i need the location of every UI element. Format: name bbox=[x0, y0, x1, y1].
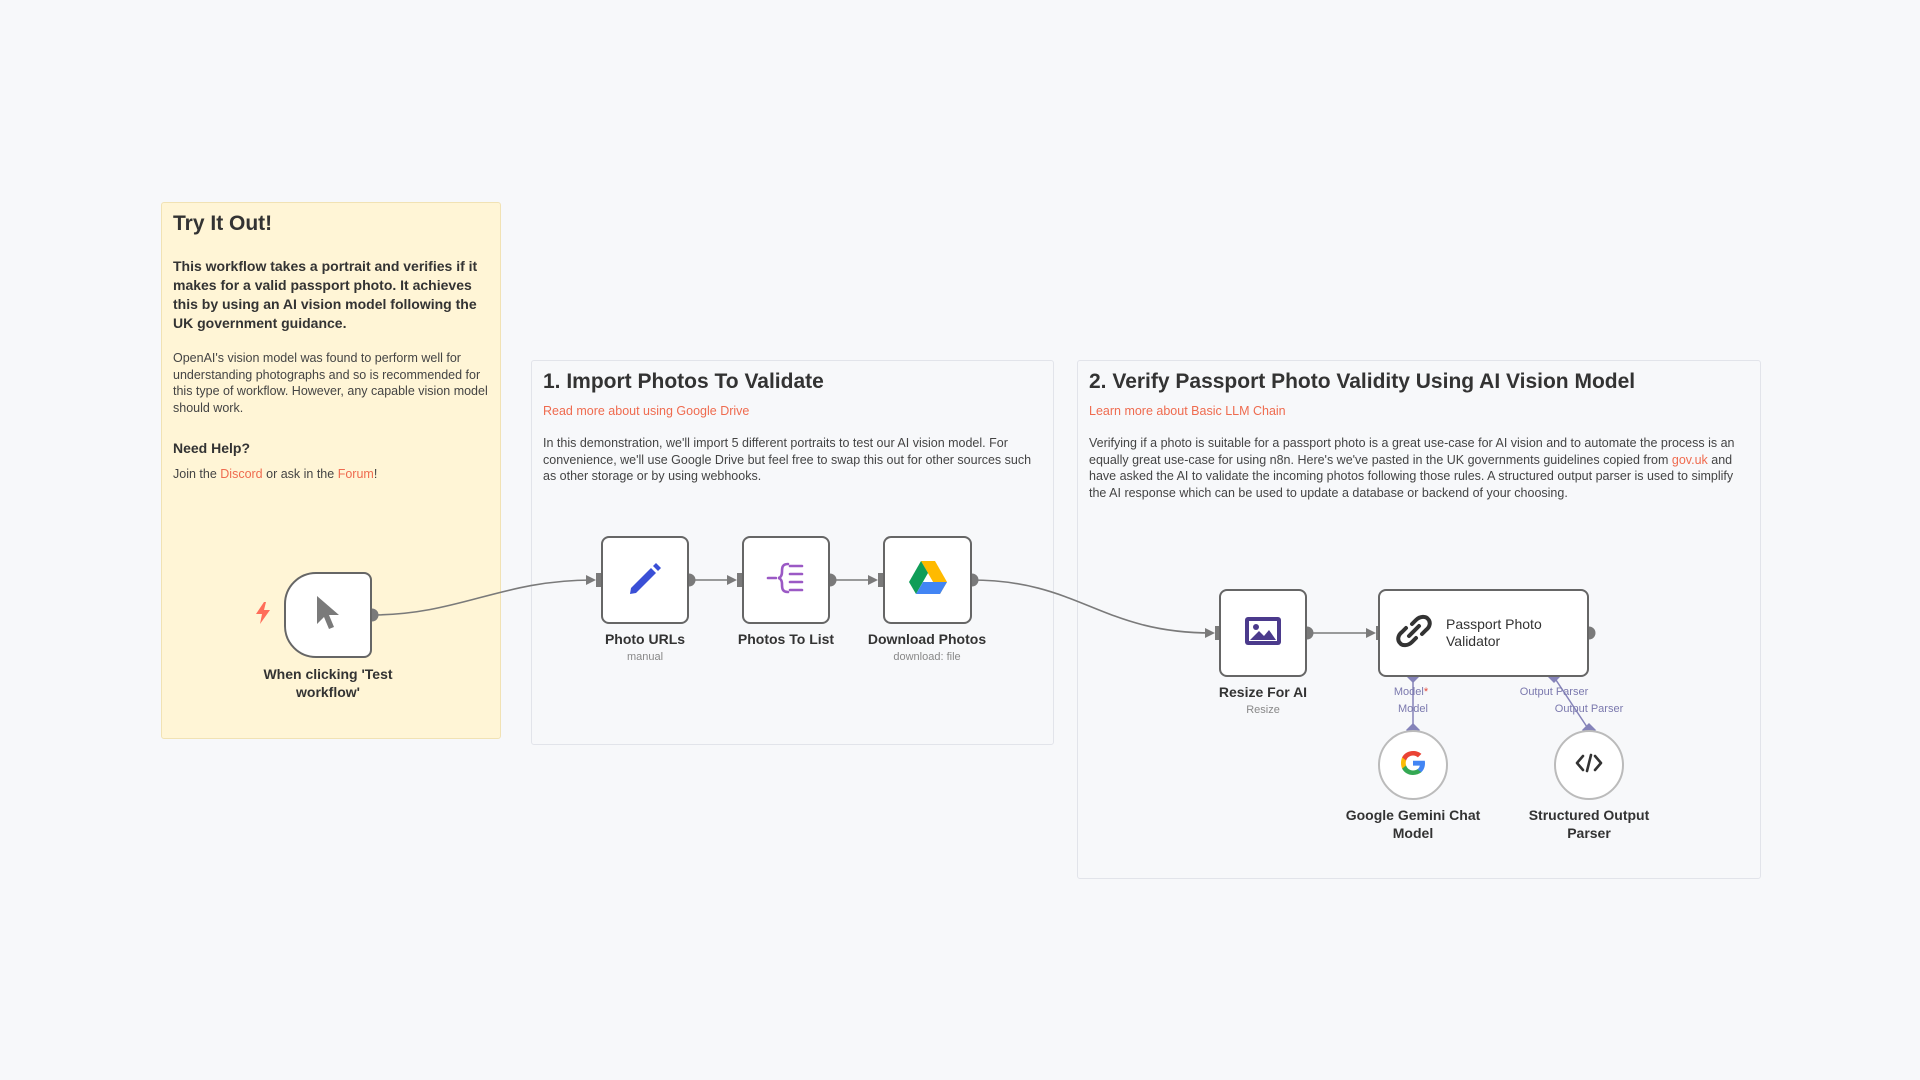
node-download-photos[interactable] bbox=[883, 536, 972, 624]
node-label: Photo URLs bbox=[604, 631, 686, 647]
node-subtitle: download: file bbox=[893, 651, 961, 663]
split-out-icon bbox=[766, 560, 806, 601]
section-title: 2. Verify Passport Photo Validity Using … bbox=[1089, 370, 1636, 393]
sticky-note-try-it-out[interactable]: Try It Out! This workflow takes a portra… bbox=[161, 202, 501, 739]
forum-link[interactable]: Forum bbox=[337, 467, 374, 481]
port-label-output-parser: Output Parser bbox=[1519, 686, 1589, 698]
node-label: Photos To List bbox=[737, 631, 835, 647]
node-label: Resize For AI bbox=[1218, 684, 1308, 700]
section-title: 1. Import Photos To Validate bbox=[543, 370, 824, 393]
help-text: Join the Discord or ask in the Forum! bbox=[173, 467, 378, 481]
port-label-output-parser-source: Output Parser bbox=[1554, 703, 1624, 715]
cursor-icon bbox=[315, 594, 341, 637]
node-label: Download Photos bbox=[867, 631, 987, 647]
node-passport-photo-validator[interactable]: Passport Photo Validator bbox=[1378, 589, 1589, 677]
sticky-title: Try It Out! bbox=[173, 212, 273, 235]
port-label-model-source: Model bbox=[1398, 703, 1428, 715]
llm-chain-docs-link[interactable]: Learn more about Basic LLM Chain bbox=[1089, 404, 1286, 418]
discord-link[interactable]: Discord bbox=[220, 467, 263, 481]
google-drive-icon bbox=[908, 560, 947, 600]
sticky-openai-note: OpenAI's vision model was found to perfo… bbox=[173, 351, 488, 415]
node-structured-output-parser[interactable] bbox=[1554, 730, 1624, 800]
node-google-gemini-chat-model[interactable] bbox=[1378, 730, 1448, 800]
node-label: Google Gemini Chat Model bbox=[1345, 807, 1481, 841]
chain-link-icon bbox=[1396, 613, 1432, 654]
node-label: Structured Output Parser bbox=[1528, 807, 1650, 841]
code-icon bbox=[1575, 753, 1603, 778]
node-subtitle: manual bbox=[626, 651, 664, 663]
node-manual-trigger[interactable] bbox=[284, 572, 372, 658]
node-photo-urls[interactable] bbox=[601, 536, 689, 624]
node-resize-for-ai[interactable] bbox=[1219, 589, 1307, 677]
help-heading: Need Help? bbox=[173, 440, 251, 456]
node-subtitle: Resize bbox=[1246, 704, 1280, 716]
google-drive-docs-link[interactable]: Read more about using Google Drive bbox=[543, 404, 750, 418]
sticky-intro: This workflow takes a portrait and verif… bbox=[173, 258, 478, 331]
section-body: In this demonstration, we'll import 5 di… bbox=[543, 436, 1032, 483]
google-icon bbox=[1399, 749, 1427, 782]
lightning-bolt-icon bbox=[256, 602, 270, 629]
section-body: Verifying if a photo is suitable for a p… bbox=[1089, 436, 1735, 500]
node-photos-to-list[interactable] bbox=[742, 536, 830, 624]
pencil-icon bbox=[625, 558, 665, 603]
node-label: When clicking 'Test workflow' bbox=[263, 666, 393, 700]
port-label-model: Model* bbox=[1393, 686, 1429, 698]
image-icon bbox=[1244, 616, 1282, 651]
node-label: Passport Photo Validator bbox=[1446, 616, 1542, 649]
gov-uk-link[interactable]: gov.uk bbox=[1671, 452, 1708, 467]
